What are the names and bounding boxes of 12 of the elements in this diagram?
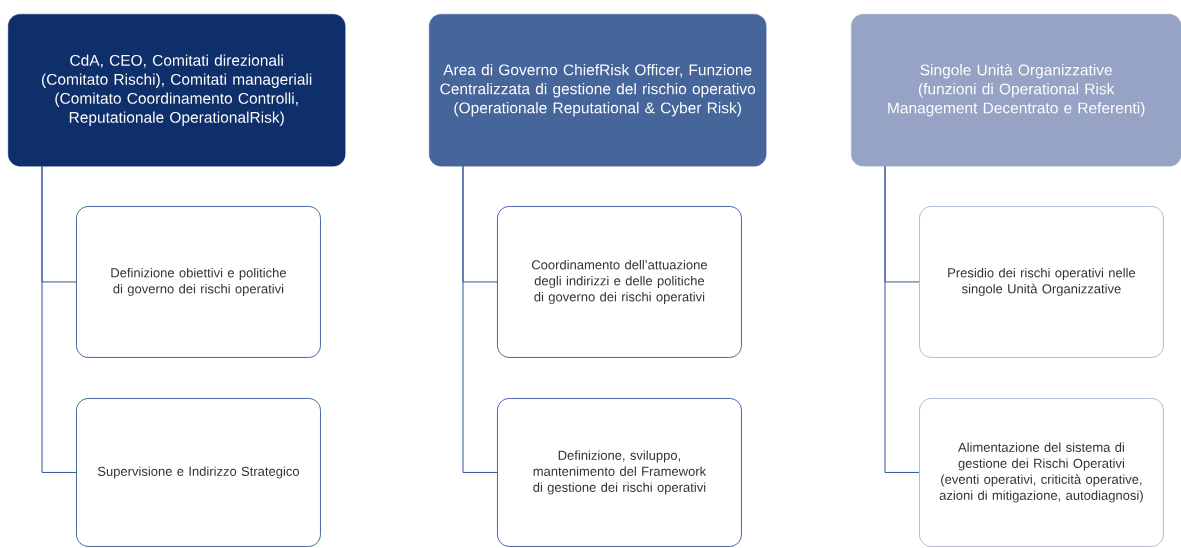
task-box: Coordinamento dell’attuazione degli indirizzi e delle politiche di governo dei rischi operativi: [497, 206, 742, 358]
connector-line: [884, 165, 920, 473]
task-box: Presidio dei rischi operativi nelle singole Unità Organizzative: [919, 206, 1164, 358]
task-box: Definizione, sviluppo, mantenimento del Framework di gestione dei rischi operativi: [497, 398, 742, 547]
header-box: Singole Unità Organizzative (funzioni di Operational Risk Management Decentrato e Referenti): [851, 14, 1181, 167]
header-box: Area di Governo ChiefRisk Officer, Funzione Centralizzata di gestione del rischio operativo (Operationale Reputational & Cyber Risk): [429, 14, 767, 167]
connector-line: [462, 165, 498, 473]
task-box: Alimentazione del sistema di gestione dei Rischi Operativi (eventi operativi, criticità operative, azioni di mitigazione, autodiagnosi): [919, 398, 1164, 547]
connector-line: [41, 165, 77, 473]
task-box: Definizione obiettivi e politiche di governo dei rischi operativi: [76, 206, 321, 358]
header-box: CdA, CEO, Comitati direzionali (Comitato Rischi), Comitati manageriali (Comitato Coordinamento Controlli, Reputationale OperationalRisk): [8, 14, 346, 167]
task-box: Supervisione e Indirizzo Strategico: [76, 398, 321, 547]
